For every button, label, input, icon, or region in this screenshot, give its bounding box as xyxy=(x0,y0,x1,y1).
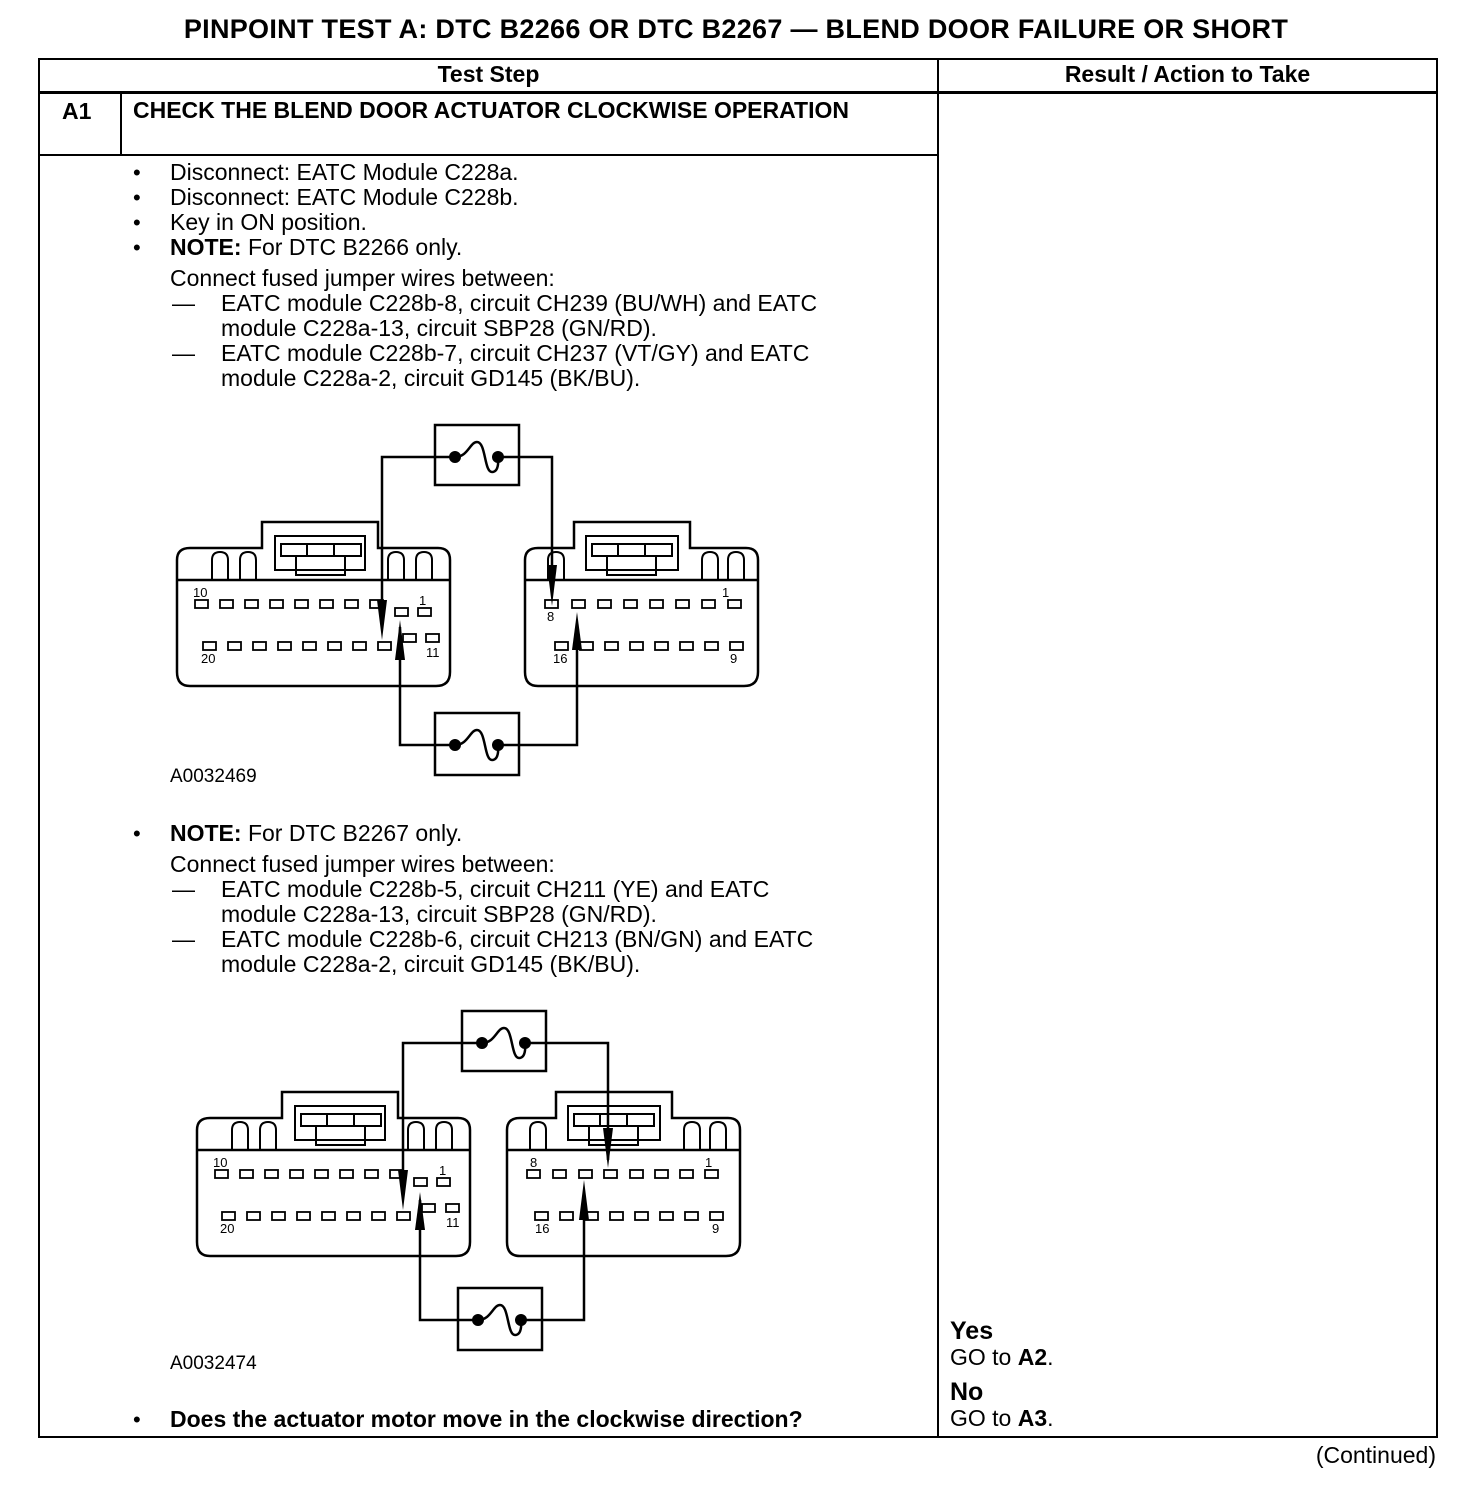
bullet: • xyxy=(133,210,141,235)
no-action: GO to A3. xyxy=(950,1406,1054,1431)
figure-id: A0032469 xyxy=(170,766,257,787)
jumper-item: module C228a-2, circuit GD145 (BK/BU). xyxy=(221,951,641,977)
bullet: • xyxy=(133,821,141,846)
pin-label: 1 xyxy=(419,593,426,608)
pin-label: 8 xyxy=(530,1155,537,1170)
continued-note: (Continued) xyxy=(1315,1442,1436,1468)
header-result: Result / Action to Take xyxy=(1064,61,1311,87)
instruction: Key in ON position. xyxy=(170,209,367,235)
instruction: Disconnect: EATC Module C228b. xyxy=(170,184,519,210)
pin-label: 1 xyxy=(722,585,729,600)
note-text: For DTC B2266 only. xyxy=(241,234,463,260)
figure-id: A0032474 xyxy=(170,1353,257,1374)
connect-text: Connect fused jumper wires between: xyxy=(170,851,555,877)
no-label: No xyxy=(950,1378,984,1406)
pin-label: 9 xyxy=(730,651,737,666)
pin-label: 11 xyxy=(426,645,440,660)
bullet: • xyxy=(133,160,141,185)
step-title: CHECK THE BLEND DOOR ACTUATOR CLOCKWISE … xyxy=(133,97,849,123)
dash: — xyxy=(172,290,195,316)
jumper-item: module C228a-13, circuit SBP28 (GN/RD). xyxy=(221,315,657,341)
pin-label: 8 xyxy=(547,609,554,624)
no-target: A3 xyxy=(1017,1405,1048,1431)
jumper-item: EATC module C228b-6, circuit CH213 (BN/G… xyxy=(221,926,814,952)
no-end: . xyxy=(1047,1405,1054,1431)
pin-label: 1 xyxy=(705,1155,712,1170)
pinpoint-table xyxy=(38,58,1438,1438)
no-action-text: GO to xyxy=(950,1405,1018,1431)
step-id-divider xyxy=(120,93,122,155)
jumper-item: module C228a-13, circuit SBP28 (GN/RD). xyxy=(221,901,657,927)
connect-text: Connect fused jumper wires between: xyxy=(170,265,555,291)
pin-label: 1 xyxy=(439,1163,446,1178)
bullet: • xyxy=(133,1407,141,1432)
question: Does the actuator motor move in the cloc… xyxy=(170,1406,803,1432)
note-label: NOTE: xyxy=(170,820,242,846)
instruction: Disconnect: EATC Module C228a. xyxy=(170,159,519,185)
pin-label: 9 xyxy=(712,1221,719,1236)
dash: — xyxy=(172,926,195,952)
step-title-divider xyxy=(38,154,938,156)
yes-label: Yes xyxy=(950,1317,994,1345)
pin-label: 16 xyxy=(553,651,567,666)
jumper-item: module C228a-2, circuit GD145 (BK/BU). xyxy=(221,365,641,391)
dash: — xyxy=(172,340,195,366)
yes-target: A2 xyxy=(1017,1344,1048,1370)
pin-label: 20 xyxy=(220,1221,234,1236)
page-title: PINPOINT TEST A: DTC B2266 OR DTC B2267 … xyxy=(183,14,1289,44)
yes-end: . xyxy=(1047,1344,1054,1370)
jumper-item: EATC module C228b-8, circuit CH239 (BU/W… xyxy=(221,290,818,316)
yes-action: GO to A2. xyxy=(950,1345,1054,1370)
jumper-item: EATC module C228b-5, circuit CH211 (YE) … xyxy=(221,876,770,902)
pin-label: 20 xyxy=(201,651,215,666)
header-divider xyxy=(38,91,1438,94)
bullet: • xyxy=(133,185,141,210)
header-test-step: Test Step xyxy=(437,61,540,87)
bullet: • xyxy=(133,235,141,260)
note-text: For DTC B2267 only. xyxy=(241,820,463,846)
note-2: NOTE: For DTC B2267 only. xyxy=(170,821,462,846)
step-id: A1 xyxy=(62,98,92,124)
yes-action-text: GO to xyxy=(950,1344,1018,1370)
dash: — xyxy=(172,876,195,902)
note-label: NOTE: xyxy=(170,234,242,260)
pin-label: 11 xyxy=(446,1215,460,1230)
jumper-item: EATC module C228b-7, circuit CH237 (VT/G… xyxy=(221,340,810,366)
note-1: NOTE: For DTC B2266 only. xyxy=(170,235,462,260)
pin-label: 16 xyxy=(535,1221,549,1236)
pin-label: 10 xyxy=(193,585,207,600)
pin-label: 10 xyxy=(213,1155,227,1170)
column-divider xyxy=(937,58,939,1438)
